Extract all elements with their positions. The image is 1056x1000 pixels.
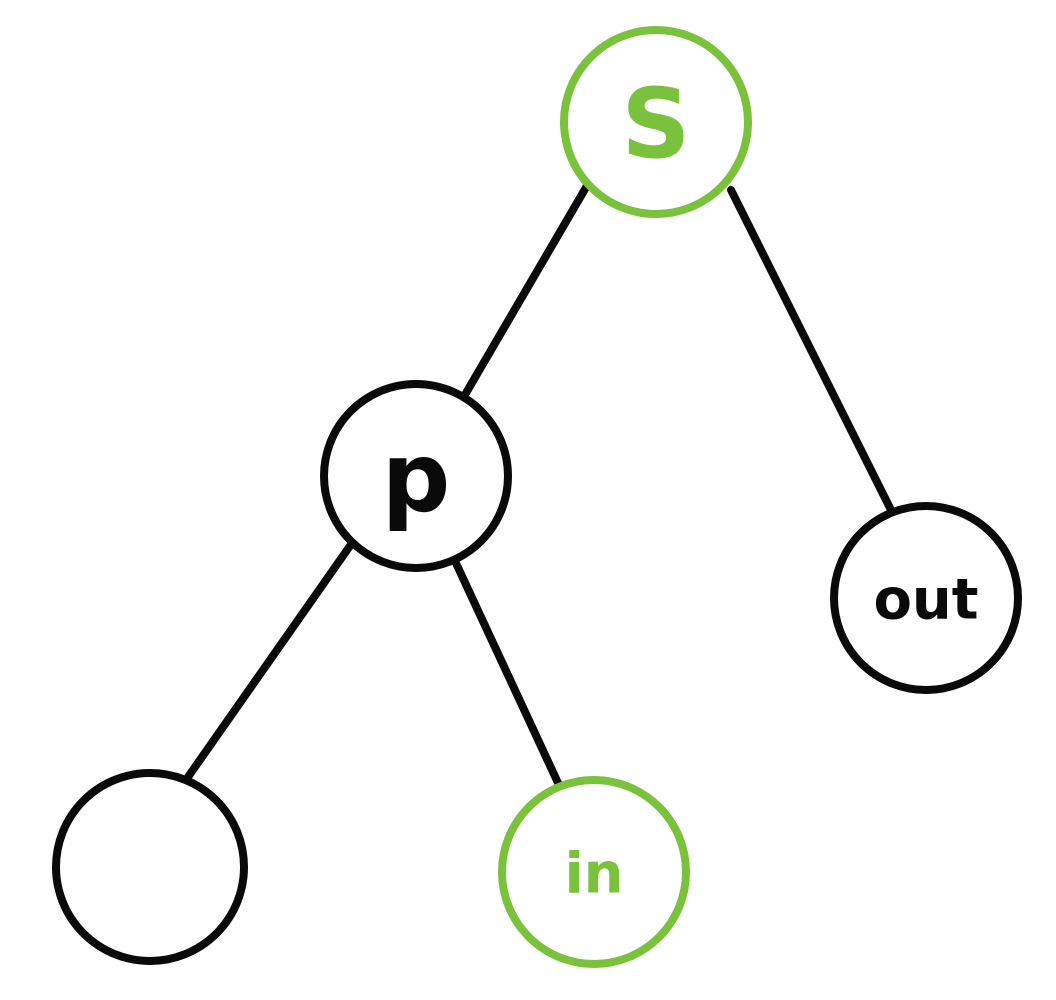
edges-layer (184, 180, 895, 789)
node-circle-empty[interactable] (52, 769, 248, 965)
node-circle-p[interactable] (320, 380, 512, 572)
tree-edge-s-out (727, 186, 895, 514)
node-label-p: p (382, 422, 451, 534)
tree-node-out[interactable]: out (830, 502, 1022, 694)
tree-node-s[interactable]: S (560, 26, 752, 218)
node-circle-in[interactable] (498, 776, 690, 968)
nodes-layer: Sp out in (52, 26, 1022, 968)
tree-edge-p-empty (184, 539, 356, 781)
node-label-out: out (873, 568, 978, 633)
tree-edge-s-p (462, 180, 592, 397)
node-circle-out[interactable] (830, 502, 1022, 694)
tree-node-p[interactable]: p (320, 380, 512, 572)
tree-node-empty[interactable] (52, 769, 248, 965)
tree-node-in[interactable]: in (498, 776, 690, 968)
node-circle-s[interactable] (560, 26, 752, 218)
node-label-s: S (621, 68, 690, 180)
tree-edge-p-in (451, 557, 563, 789)
node-label-in: in (564, 842, 623, 907)
